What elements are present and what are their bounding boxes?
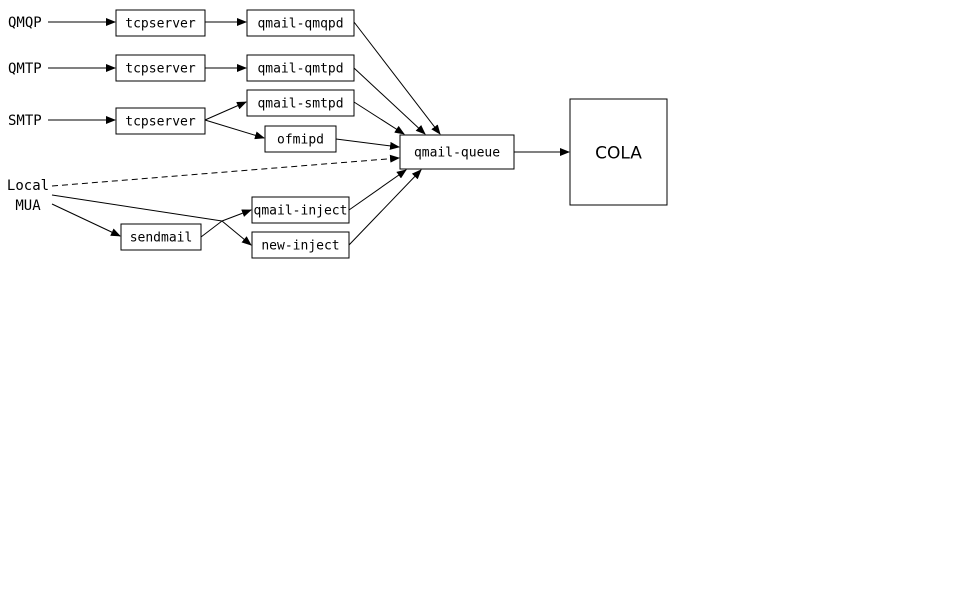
- edge-junction-to-new-inject: [221, 220, 252, 246]
- source-labels: QMQP QMTP SMTP Local MUA: [7, 15, 49, 214]
- node-qmail-qmtpd: qmail-qmtpd: [246, 54, 355, 82]
- edge-sendmail-to-junction: [200, 220, 223, 238]
- node-qmail-inject: qmail-inject: [251, 196, 350, 224]
- node-tcpserver-qmqp: tcpserver: [115, 9, 206, 37]
- edge-ofmipd-to-queue: [335, 138, 400, 150]
- source-qmqp: QMQP: [8, 15, 42, 31]
- node-new-inject-label: new-inject: [261, 239, 339, 254]
- node-ofmipd: ofmipd: [264, 125, 337, 153]
- source-qmtp: QMTP: [8, 61, 42, 77]
- node-qmail-queue-label: qmail-queue: [414, 146, 500, 161]
- node-qmail-qmqpd: qmail-qmqpd: [246, 9, 355, 37]
- source-local-line1: Local: [7, 178, 49, 194]
- node-tcpserver-qmqp-label: tcpserver: [125, 17, 196, 32]
- edge-qmail-qmtpd-to-queue: [353, 67, 426, 135]
- edge-qmail-qmqpd-to-queue: [353, 21, 441, 135]
- edge-local-mua-to-junction: [51, 194, 223, 222]
- edge-tcpserver-to-ofmipd: [204, 119, 265, 140]
- edge-local-mua-to-queue: [51, 154, 400, 187]
- node-sendmail: sendmail: [120, 223, 202, 251]
- node-qmail-inject-label: qmail-inject: [254, 204, 348, 219]
- node-cola: COLA: [569, 98, 668, 206]
- node-qmail-qmqpd-label: qmail-qmqpd: [257, 17, 343, 32]
- edge-junction-to-qmail-inject: [221, 209, 252, 222]
- node-tcpserver-smtp: tcpserver: [115, 107, 206, 135]
- node-tcpserver-smtp-label: tcpserver: [125, 115, 196, 130]
- node-tcpserver-qmtp-label: tcpserver: [125, 62, 196, 77]
- edge-tcpserver-to-qmail-smtpd: [204, 101, 247, 121]
- node-qmail-smtpd-label: qmail-smtpd: [257, 97, 343, 112]
- node-ofmipd-label: ofmipd: [277, 133, 324, 148]
- source-local-line2: MUA: [15, 198, 41, 214]
- edge-new-inject-to-queue: [348, 169, 422, 246]
- edge-local-mua-to-sendmail: [51, 203, 121, 237]
- node-qmail-queue: qmail-queue: [399, 134, 515, 170]
- node-sendmail-label: sendmail: [130, 231, 193, 246]
- source-smtp: SMTP: [8, 113, 42, 129]
- node-cola-label: COLA: [595, 144, 642, 164]
- node-qmail-qmtpd-label: qmail-qmtpd: [257, 62, 343, 77]
- node-tcpserver-qmtp: tcpserver: [115, 54, 206, 82]
- node-new-inject: new-inject: [251, 231, 350, 259]
- edge-qmail-smtpd-to-queue: [353, 101, 405, 135]
- node-qmail-smtpd: qmail-smtpd: [246, 89, 355, 117]
- edges: [48, 18, 570, 246]
- edge-qmail-inject-to-queue: [348, 169, 407, 211]
